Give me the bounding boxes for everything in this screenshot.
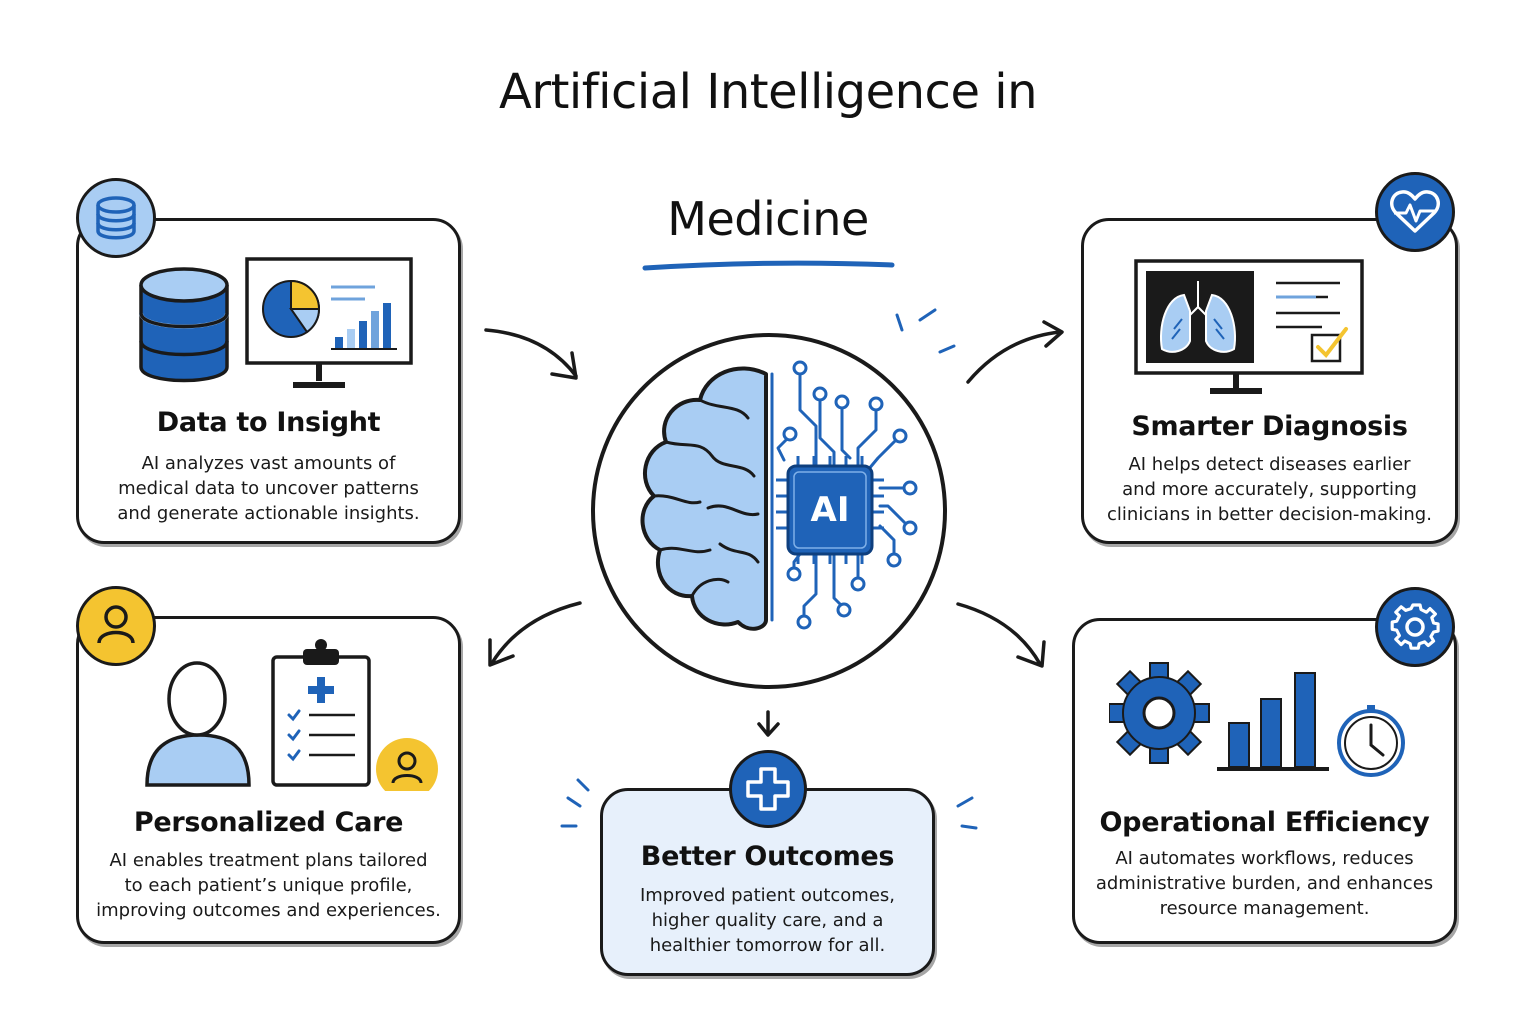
clipboard-icon [271,639,371,787]
user-badge-icon [376,738,438,791]
card-description: AI enables treatment plans tailored to e… [96,850,441,921]
card-description: AI automates workflows, reduces administ… [1095,848,1434,919]
card-description: AI analyzes vast amounts of medical data… [117,453,420,524]
card-title: Personalized Care [133,807,404,838]
database-icon [76,178,156,258]
clock-icon [1337,705,1405,777]
efficiency-illustration [1109,662,1405,777]
arrow-hub-to-efficiency [956,602,1046,668]
card-title: Operational Efficiency [1099,807,1430,838]
card-personalized-care: Personalized Care AI enables treatment p… [76,616,461,944]
xray-monitor-illustration [1134,259,1364,394]
title-underline [642,260,895,271]
card-title: Data to Insight [156,407,381,438]
arrow-hub-to-care [488,601,582,667]
card-smarter-diagnosis: Smarter Diagnosis AI helps detect diseas… [1081,218,1458,544]
bar-chart-icon [1217,672,1329,771]
page-title-line-1: Artificial Intelligence in [499,64,1038,120]
monitor-chart-icon [245,257,413,388]
lungs-icon [1160,281,1236,353]
database-stack-icon [139,267,229,383]
arrow-hub-to-diagnosis [966,320,1064,384]
ai-chip-label: AI [810,490,850,530]
person-icon [76,586,156,666]
arrow-hub-to-outcomes [757,710,780,737]
page-title-line-2: Medicine [667,192,869,246]
card-description: AI helps detect diseases earlier and mor… [1107,454,1432,525]
heartbeat-icon [1375,172,1455,252]
card-description: Improved patient outcomes, higher qualit… [639,885,896,956]
card-operational-efficiency: Operational Efficiency AI automates work… [1072,618,1457,944]
large-gear-icon [1109,662,1210,764]
ai-brain-hub: AI [588,330,950,692]
circuit-icon [770,360,918,630]
ai-chip [776,456,884,564]
patient-avatar-icon [145,661,251,787]
data-analytics-illustration [139,257,413,388]
card-data-to-insight: Data to Insight AI analyzes vast amounts… [76,218,461,544]
medical-cross-icon [729,750,807,828]
patient-plan-illustration [145,639,438,791]
gear-icon [1375,587,1455,667]
card-title: Smarter Diagnosis [1131,411,1408,442]
brain-icon [640,366,768,631]
card-title: Better Outcomes [640,841,895,872]
arrow-data-to-hub [484,328,578,380]
